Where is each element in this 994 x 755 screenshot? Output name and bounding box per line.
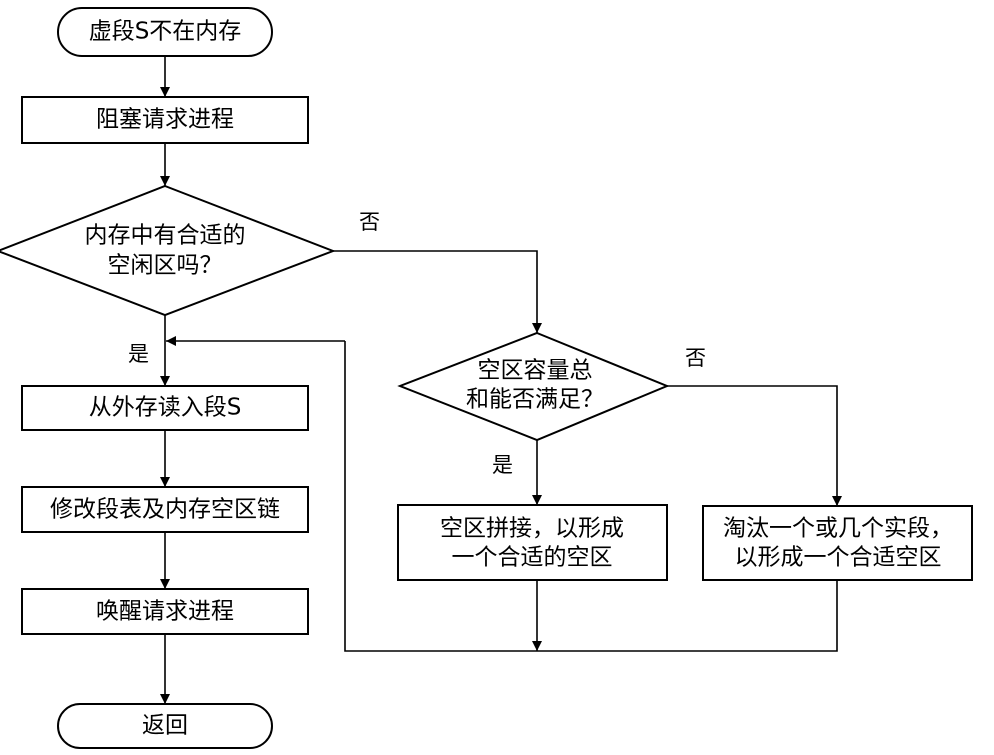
compact-area-line-1: 空区拼接，以形成	[440, 516, 624, 542]
modify-tables-label: 修改段表及内存空区链	[50, 497, 280, 523]
block-request-process: 阻塞请求进程	[21, 96, 309, 144]
read-segment-process: 从外存读入段S	[21, 385, 309, 431]
evict-segments-line-2: 以形成一个合适空区	[735, 545, 942, 571]
connectors	[160, 55, 842, 704]
total-capacity-question-line-2: 和能否满足？	[466, 387, 604, 413]
evict-segments-line-1: 淘汰一个或几个实段，	[723, 516, 953, 542]
free-area-no-label: 否	[359, 210, 380, 234]
block-request-label: 阻塞请求进程	[96, 107, 234, 133]
read-segment-label: 从外存读入段S	[89, 395, 242, 421]
wake-request-label: 唤醒请求进程	[96, 599, 234, 625]
free-area-yes-label: 是	[128, 342, 149, 366]
start-label: 虚段S不在内存	[89, 19, 242, 45]
wake-request-process: 唤醒请求进程	[21, 588, 309, 635]
compact-area-process: 空区拼接，以形成 一个合适的空区	[397, 504, 668, 581]
compact-area-line-2: 一个合适的空区	[452, 545, 613, 571]
start-terminal: 虚段S不在内存	[57, 7, 273, 57]
end-terminal: 返回	[57, 703, 273, 749]
evict-segments-process: 淘汰一个或几个实段， 以形成一个合适空区	[702, 505, 973, 581]
total-capacity-question-line-1: 空区容量总	[478, 358, 593, 384]
modify-tables-process: 修改段表及内存空区链	[21, 486, 309, 533]
total-capacity-decision: 空区容量总 和能否满足？	[397, 331, 670, 442]
free-area-decision: 内存中有合适的 空闲区吗？	[0, 184, 336, 317]
free-area-question-line-2: 空闲区吗？	[108, 253, 223, 279]
arrow-decision-no-to-capacity	[333, 250, 542, 333]
total-capacity-yes-label: 是	[492, 453, 513, 477]
total-capacity-no-label: 否	[685, 346, 706, 370]
end-label: 返回	[142, 713, 188, 739]
free-area-question-line-1: 内存中有合适的	[85, 223, 246, 249]
arrow-capacity-no-to-evict	[667, 385, 842, 506]
line-evict-to-merge	[344, 341, 838, 652]
